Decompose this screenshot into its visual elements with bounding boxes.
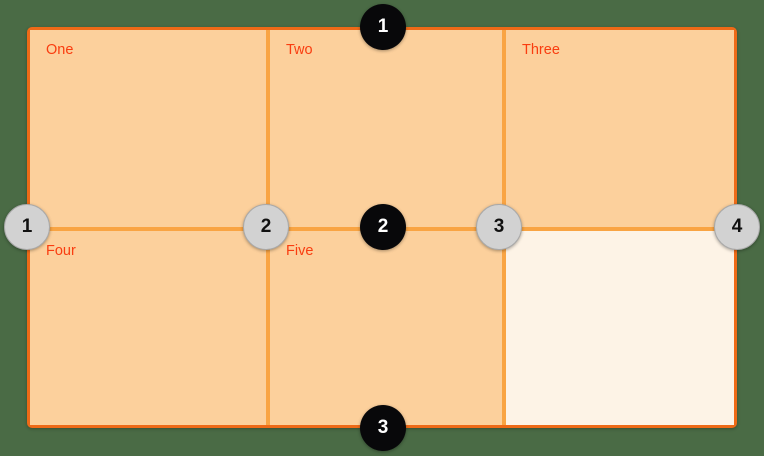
- grid-cell-six[interactable]: [506, 231, 734, 425]
- column-handle-1[interactable]: 1: [4, 204, 50, 250]
- column-handle-1-label: 1: [21, 216, 33, 237]
- grid-cell-four[interactable]: Four: [30, 231, 266, 425]
- column-handle-3[interactable]: 3: [476, 204, 522, 250]
- row-handle-3-label: 3: [377, 417, 389, 438]
- grid-cell-one[interactable]: One: [30, 30, 266, 227]
- cell-label-three: Three: [522, 42, 560, 58]
- column-handle-2[interactable]: 2: [243, 204, 289, 250]
- column-handle-4[interactable]: 4: [714, 204, 760, 250]
- grid-cell-five[interactable]: Five: [270, 231, 502, 425]
- grid-cell-three[interactable]: Three: [506, 30, 734, 227]
- grid-frame: One Two Three Four Five: [27, 27, 737, 428]
- row-handle-1[interactable]: 1: [360, 4, 406, 50]
- row-handle-2-label: 2: [377, 216, 389, 237]
- column-handle-4-label: 4: [731, 216, 743, 237]
- cell-label-five: Five: [286, 243, 314, 259]
- column-handle-3-label: 3: [493, 216, 505, 237]
- cell-label-one: One: [46, 42, 74, 58]
- column-handle-2-label: 2: [260, 216, 272, 237]
- cell-label-two: Two: [286, 42, 313, 58]
- cell-label-four: Four: [46, 243, 76, 259]
- grid-cell-two[interactable]: Two: [270, 30, 502, 227]
- row-handle-2[interactable]: 2: [360, 204, 406, 250]
- row-handle-3[interactable]: 3: [360, 405, 406, 451]
- row-handle-1-label: 1: [377, 16, 389, 37]
